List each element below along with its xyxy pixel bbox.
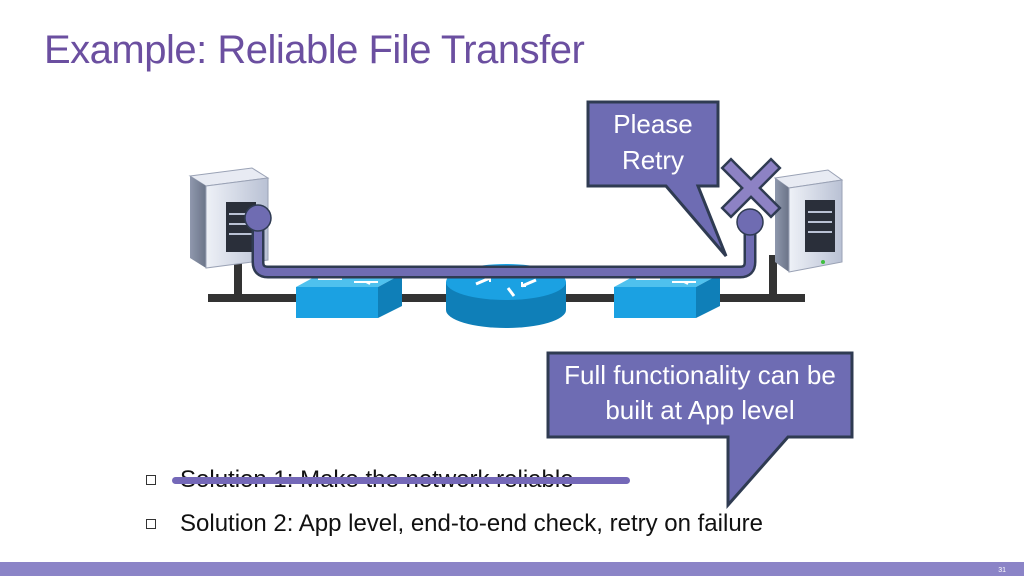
app-level-callout-text: Full functionality can be built at App l… xyxy=(564,360,836,425)
server-right-icon xyxy=(773,169,844,273)
failure-x-icon xyxy=(720,157,782,219)
bullet-list: Solution 1: Make the network reliable So… xyxy=(146,458,763,546)
end-to-end-path xyxy=(244,204,764,279)
slide-title: Example: Reliable File Transfer xyxy=(44,28,585,72)
slide-number: 31 xyxy=(998,567,1006,574)
strike-through-line xyxy=(172,477,630,484)
footer-bar: 31 xyxy=(0,562,1024,576)
square-bullet-icon xyxy=(146,475,156,485)
retry-callout-text: Please Retry xyxy=(613,109,693,175)
app-level-callout xyxy=(546,351,854,509)
square-bullet-icon xyxy=(146,519,156,529)
bullet-solution-2: Solution 2: App level, end-to-end check,… xyxy=(146,502,763,546)
retry-callout xyxy=(586,100,728,257)
bullet-text: Solution 2: App level, end-to-end check,… xyxy=(180,510,764,537)
switch-left-icon xyxy=(296,274,402,318)
bullet-solution-1: Solution 1: Make the network reliable xyxy=(146,458,763,502)
switch-right-icon xyxy=(614,274,720,318)
